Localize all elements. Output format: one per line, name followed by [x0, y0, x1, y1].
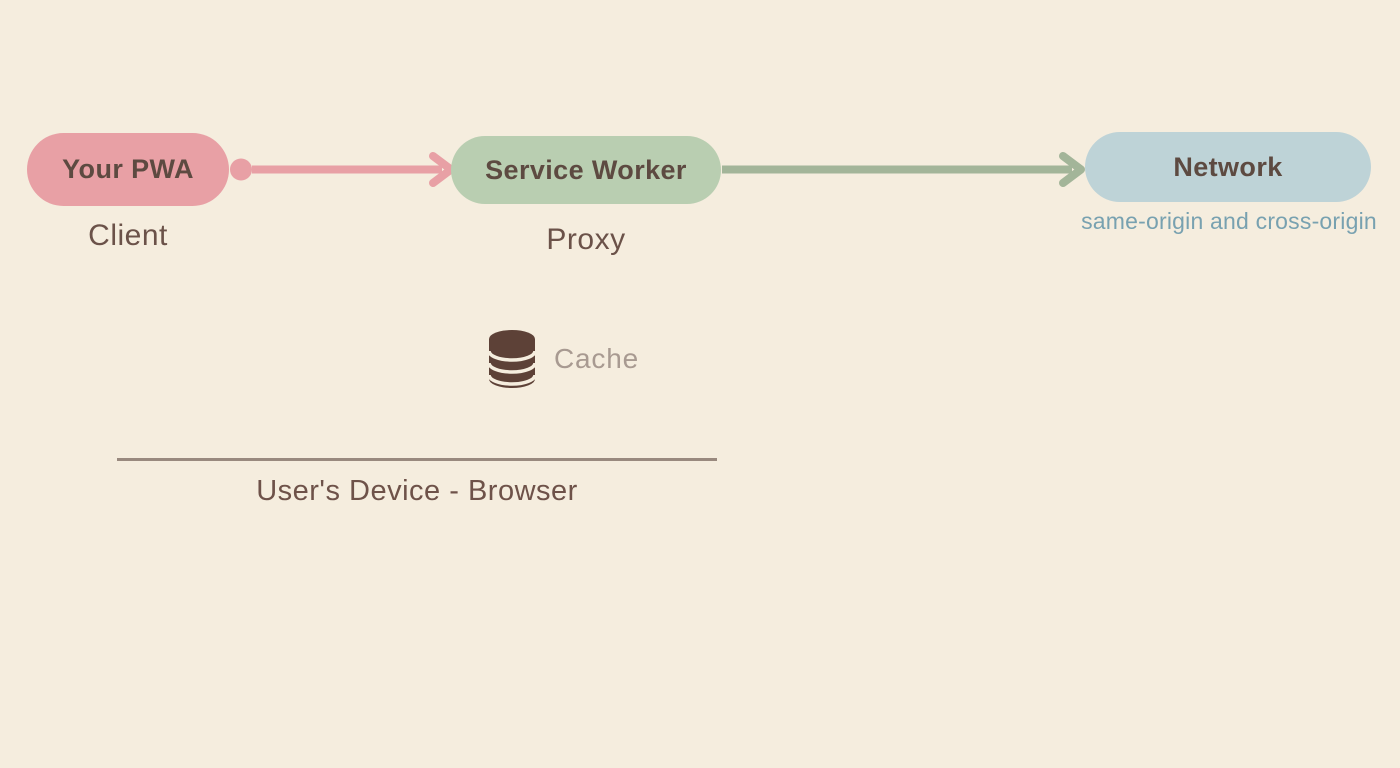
- arrowhead-icon: [1059, 152, 1085, 187]
- cache-group: Cache: [484, 329, 639, 389]
- your-pwa-node-label: Your PWA: [62, 154, 194, 184]
- your-pwa-node: Your PWA: [27, 133, 229, 206]
- network-origin-label: same-origin and cross-origin: [1081, 208, 1377, 234]
- device-boundary-line: [117, 458, 717, 461]
- service-worker-to-network-arrow: [722, 152, 1085, 187]
- arrow-start-dot: [230, 158, 252, 181]
- device-boundary-label: User's Device - Browser: [256, 475, 578, 507]
- service-worker-node-label: Service Worker: [485, 154, 687, 185]
- proxy-label: Proxy: [546, 223, 626, 256]
- network-node: Network: [1085, 132, 1371, 202]
- cache-label: Cache: [554, 343, 639, 374]
- database-icon: [487, 330, 537, 388]
- pwa-to-service-worker-arrow: [230, 152, 455, 187]
- client-label: Client: [88, 219, 168, 252]
- network-node-label: Network: [1173, 151, 1283, 182]
- service-worker-node: Service Worker: [451, 136, 721, 204]
- arrowhead-icon: [429, 152, 455, 187]
